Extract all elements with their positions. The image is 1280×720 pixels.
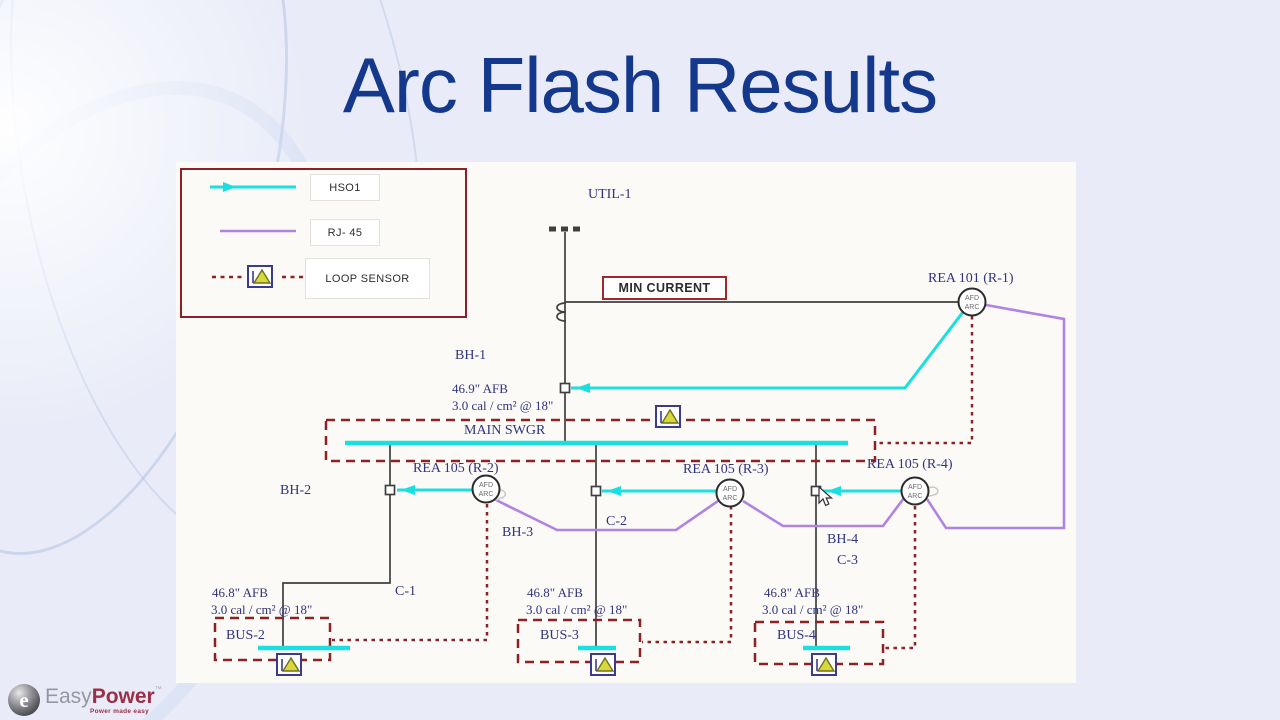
label-bus2-cal: 3.0 cal / cm² @ 18" — [211, 602, 313, 617]
main-swgr-sensor-icon[interactable] — [655, 405, 681, 428]
label-rea101-r1: REA 101 (R-1) — [928, 271, 1014, 286]
label-bus4-cal: 3.0 cal / cm² @ 18" — [762, 602, 864, 617]
label-bh1-afb: 46.9" AFB — [452, 381, 508, 396]
label-bus4: BUS-4 — [777, 628, 816, 643]
label-c2: C-2 — [606, 514, 627, 529]
logo-power-text: Power — [91, 685, 155, 708]
label-bh3: BH-3 — [502, 525, 534, 540]
label-rea105-r3: REA 105 (R-3) — [683, 462, 769, 477]
label-bh4: BH-4 — [827, 532, 859, 547]
min-current-callout: MIN CURRENT — [602, 276, 727, 300]
label-main-swgr: MAIN SWGR — [464, 423, 546, 438]
svg-text:AFD: AFD — [908, 484, 922, 491]
logo-tagline: Power made easy — [90, 708, 150, 715]
label-bh2: BH-2 — [280, 483, 312, 498]
label-bus2-afb: 46.8" AFB — [212, 585, 268, 600]
label-bus4-afb: 46.8" AFB — [764, 585, 820, 600]
svg-text:ARC: ARC — [723, 495, 738, 502]
legend-label-hso1: HSO1 — [310, 174, 380, 201]
rj45-network-lines — [220, 229, 1066, 532]
relay-r1-badge[interactable]: AFD ARC — [957, 287, 987, 317]
svg-text:AFD: AFD — [479, 482, 493, 489]
easypower-logo: e EasyPower™ Power made easy — [8, 684, 162, 716]
logo-easy-text: Easy — [45, 685, 92, 708]
bus3-sensor-icon[interactable] — [590, 653, 616, 676]
breaker-symbols — [384, 382, 822, 497]
svg-text:ARC: ARC — [479, 491, 494, 498]
mouse-cursor — [818, 485, 834, 507]
label-rea105-r4: REA 105 (R-4) — [867, 457, 953, 472]
relay-r3-badge[interactable]: AFD ARC — [715, 478, 745, 508]
legend-arrow — [223, 182, 236, 192]
relay-r2-badge[interactable]: AFD ARC — [471, 474, 501, 504]
svg-text:AFD: AFD — [723, 486, 737, 493]
label-bus3-afb: 46.8" AFB — [527, 585, 583, 600]
relay-r4-badge[interactable]: AFD ARC — [900, 476, 930, 506]
svg-text:AFD: AFD — [965, 295, 979, 302]
bus4-sensor-icon[interactable] — [811, 653, 837, 676]
label-c1: C-1 — [395, 584, 416, 599]
annotation-scribble — [489, 486, 939, 501]
slide-title: Arc Flash Results — [342, 41, 938, 129]
label-bus2: BUS-2 — [226, 628, 265, 643]
relay-badges: AFD ARC AFD ARC AFD ARC AFD ARC — [471, 287, 987, 508]
easypower-logo-icon: e — [8, 684, 40, 716]
legend-loop-sensor-icon — [247, 265, 273, 288]
svg-text:ARC: ARC — [965, 304, 980, 311]
logo-e: e — [19, 687, 29, 712]
logo-trademark: ™ — [154, 686, 162, 693]
label-util1: UTIL-1 — [588, 187, 632, 202]
label-bus3: BUS-3 — [540, 628, 579, 643]
label-bus3-cal: 3.0 cal / cm² @ 18" — [526, 602, 628, 617]
legend-label-rj45: RJ- 45 — [310, 219, 380, 246]
label-rea105-r2: REA 105 (R-2) — [413, 461, 499, 476]
legend-label-loop-sensor: LOOP SENSOR — [305, 258, 430, 299]
label-c3: C-3 — [837, 553, 858, 568]
transformer-coil — [556, 302, 567, 322]
label-bh1-cal: 3.0 cal / cm² @ 18" — [452, 398, 554, 413]
hso1-lines — [210, 185, 965, 651]
svg-text:ARC: ARC — [908, 493, 923, 500]
bus2-sensor-icon[interactable] — [276, 653, 302, 676]
label-bh1: BH-1 — [455, 348, 487, 363]
